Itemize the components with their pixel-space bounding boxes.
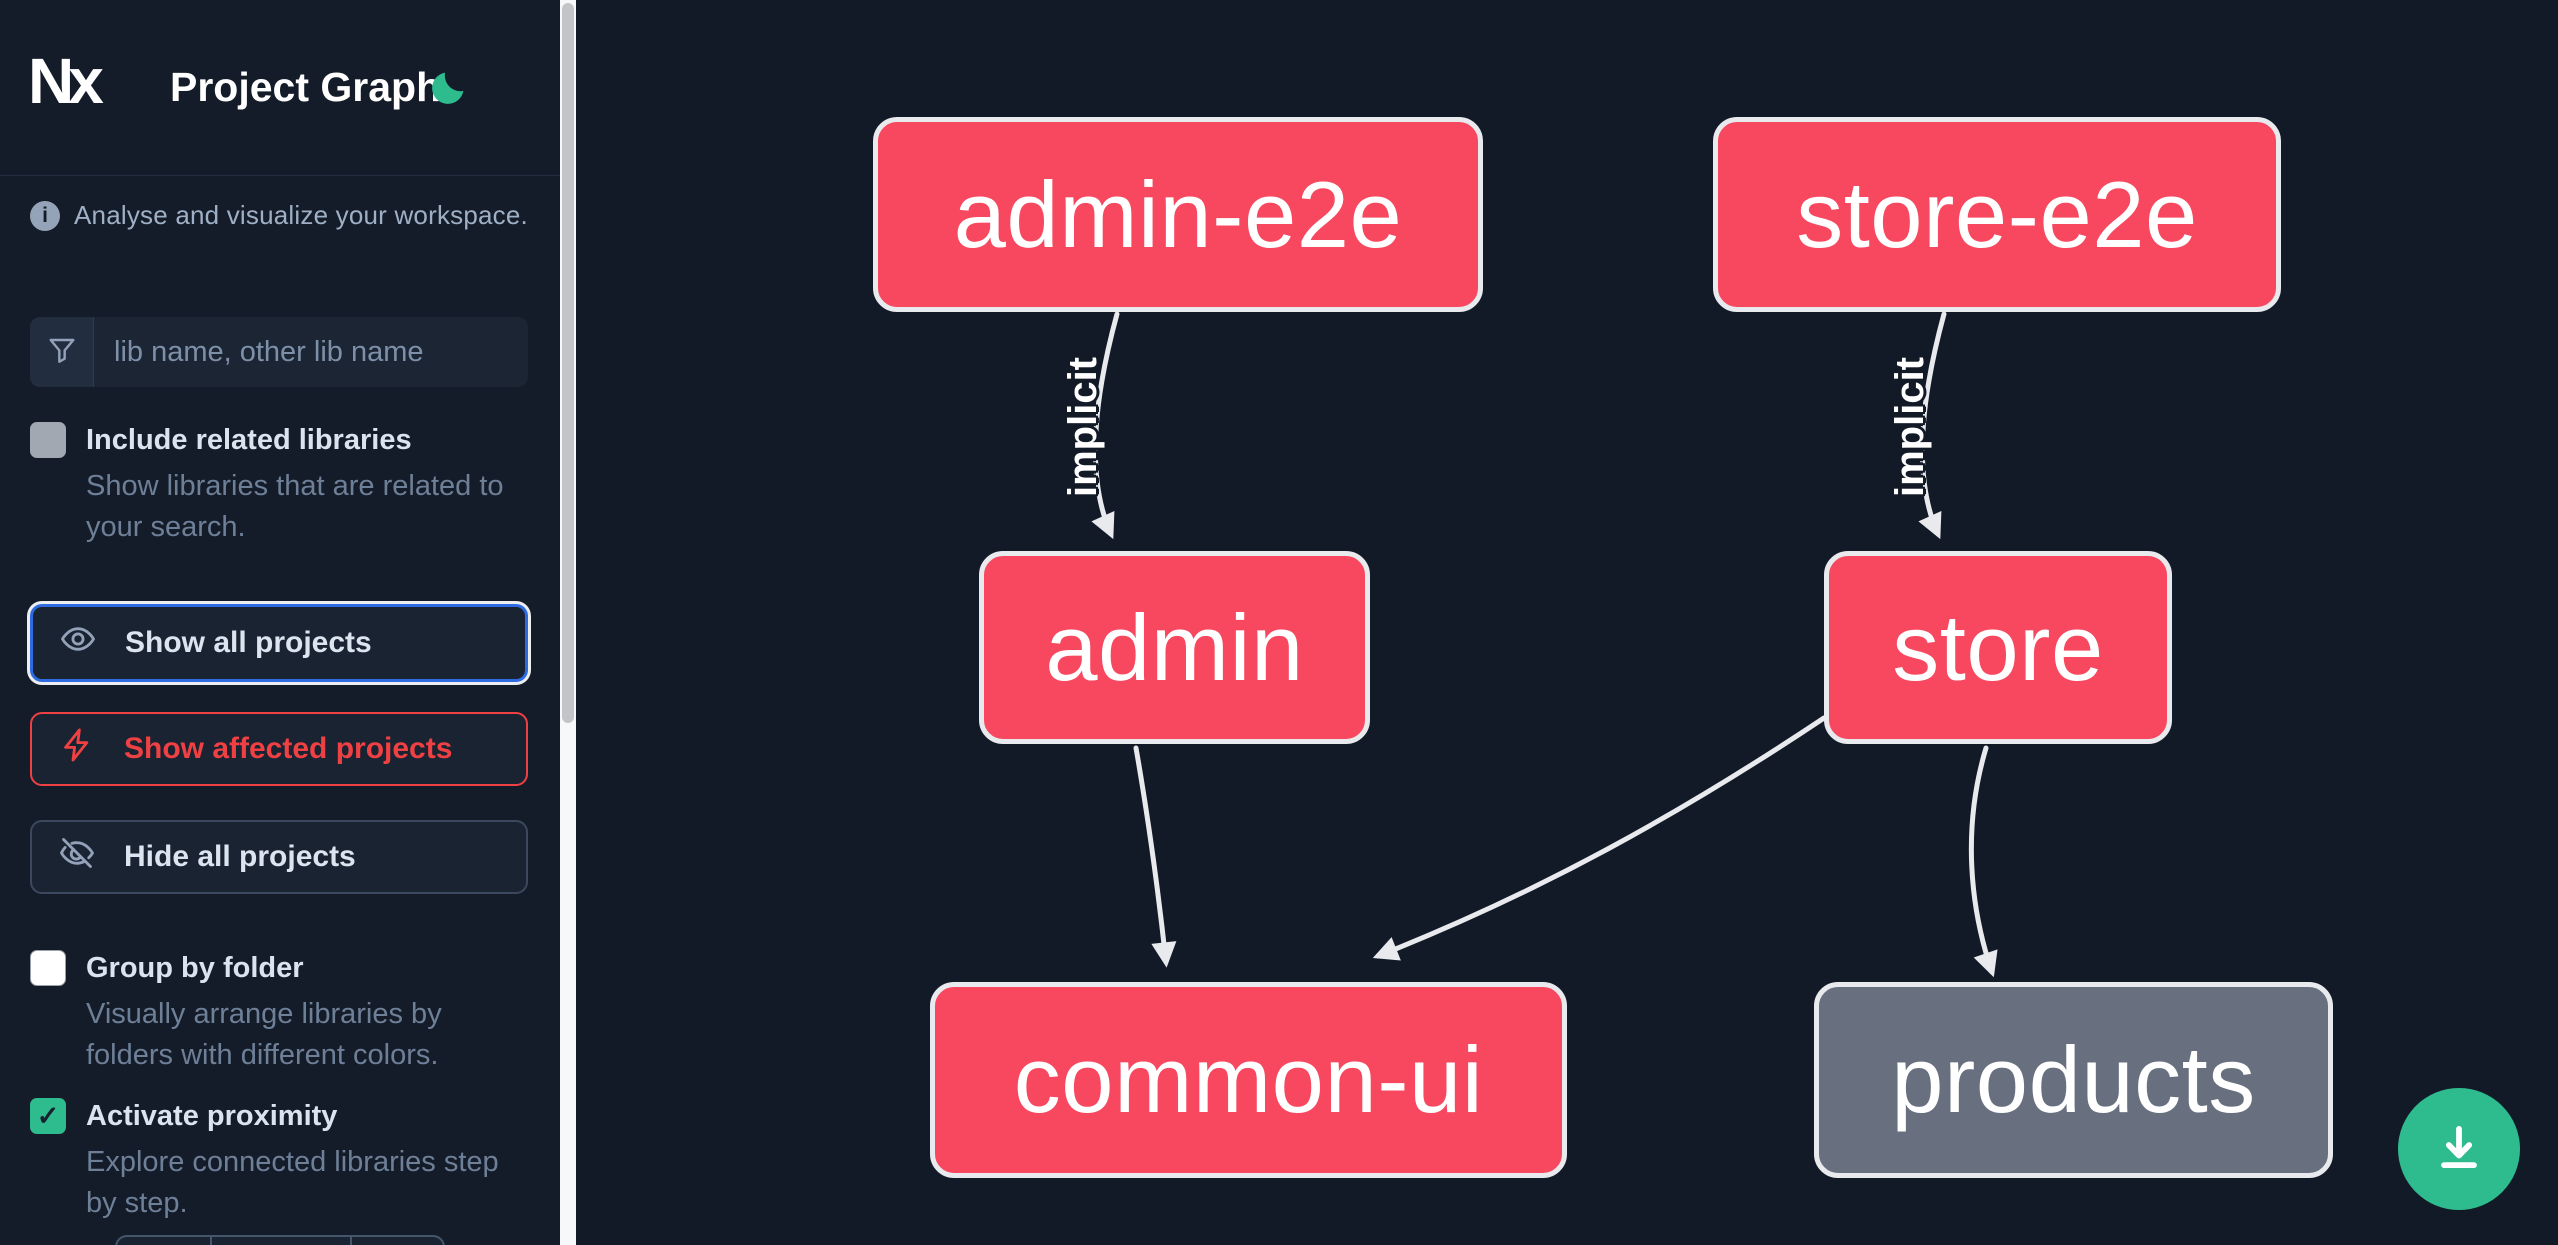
project-graph-canvas[interactable]: admin-e2e store-e2e admin store common-u…: [578, 0, 2558, 1245]
dark-mode-toggle[interactable]: [426, 66, 470, 110]
node-label: admin-e2e: [953, 161, 1403, 267]
filter-search: [30, 317, 528, 387]
edge-store-e2e-store: [1918, 311, 1947, 540]
node-common-ui[interactable]: common-ui: [930, 982, 1567, 1178]
funnel-icon: [46, 334, 78, 371]
moon-icon: [426, 72, 470, 114]
edge-admin-e2e-admin: [1091, 311, 1120, 540]
sidebar-scrollbar-track: [560, 0, 576, 1245]
activate-proximity-desc: Explore connected libraries step by step…: [86, 1146, 499, 1219]
filter-icon-cell: [30, 317, 94, 387]
eye-icon: [59, 620, 97, 666]
node-store-e2e[interactable]: store-e2e: [1713, 117, 2281, 312]
edge-store-products: [1968, 745, 1998, 978]
include-related-checkbox[interactable]: [30, 422, 66, 458]
search-input[interactable]: [94, 317, 528, 387]
node-products[interactable]: products: [1814, 982, 2333, 1178]
bolt-icon: [58, 726, 96, 772]
eye-slash-icon: [58, 834, 96, 880]
workspace-tagline-row: i Analyse and visualize your workspace.: [30, 200, 528, 231]
sidebar-scrollbar-thumb[interactable]: [562, 3, 574, 723]
include-related-row: Include related libraries Show libraries…: [30, 420, 530, 548]
group-by-folder-label: Group by folder: [86, 952, 304, 984]
download-graph-button[interactable]: [2398, 1088, 2520, 1210]
activate-proximity-label: Activate proximity: [86, 1100, 338, 1132]
show-all-projects-button[interactable]: Show all projects: [30, 604, 528, 682]
node-label: products: [1891, 1027, 2256, 1132]
include-related-desc: Show libraries that are related to your …: [86, 470, 504, 543]
show-affected-projects-label: Show affected projects: [124, 732, 453, 765]
workspace-tagline: Analyse and visualize your workspace.: [74, 200, 528, 230]
info-icon: i: [30, 200, 60, 231]
show-affected-projects-button[interactable]: Show affected projects: [30, 712, 528, 786]
node-label: store-e2e: [1796, 161, 2198, 267]
group-by-folder-row: Group by folder Visually arrange librari…: [30, 948, 530, 1076]
proximity-stepper-partial[interactable]: [115, 1235, 445, 1245]
node-label: store: [1892, 594, 2104, 700]
group-by-folder-checkbox[interactable]: [30, 950, 66, 986]
edge-label-implicit: implicit: [1061, 356, 1105, 498]
page-title: Project Graph: [170, 64, 442, 110]
download-icon: [2430, 1118, 2488, 1181]
sidebar-header: Nx Project Graph: [0, 0, 560, 176]
hide-all-projects-button[interactable]: Hide all projects: [30, 820, 528, 894]
group-by-folder-desc: Visually arrange libraries by folders wi…: [86, 998, 442, 1071]
edge-store-common-ui: [1372, 715, 1827, 961]
nx-logo: Nx: [28, 45, 104, 117]
activate-proximity-row: ✓ Activate proximity Explore connected l…: [30, 1096, 530, 1224]
hide-all-projects-label: Hide all projects: [124, 840, 356, 873]
node-label: admin: [1045, 594, 1304, 700]
node-admin-e2e[interactable]: admin-e2e: [873, 117, 1483, 312]
sidebar: Nx Project Graph i Analyse and visualize…: [0, 0, 560, 1245]
node-admin[interactable]: admin: [979, 551, 1370, 744]
node-store[interactable]: store: [1824, 551, 2172, 744]
edge-label-implicit: implicit: [1888, 356, 1932, 498]
show-all-projects-label: Show all projects: [125, 626, 372, 659]
dependency-edges: [1091, 311, 1998, 978]
edge-admin-common-ui: [1133, 745, 1177, 968]
node-label: common-ui: [1013, 1027, 1484, 1132]
include-related-label: Include related libraries: [86, 424, 412, 456]
activate-proximity-checkbox[interactable]: ✓: [30, 1098, 66, 1134]
